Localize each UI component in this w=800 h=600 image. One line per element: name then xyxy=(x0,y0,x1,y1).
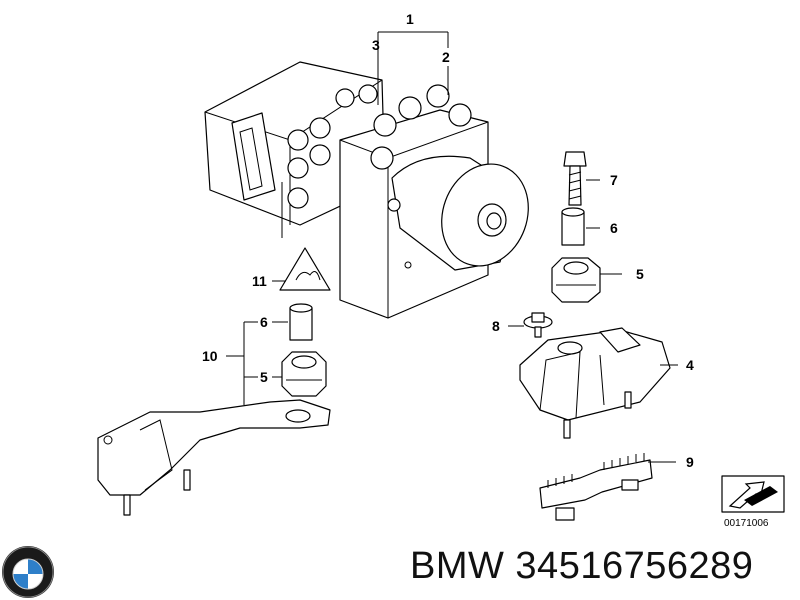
arrow-icon xyxy=(728,481,765,509)
support-bracket-icon xyxy=(97,399,331,516)
bracket-icon xyxy=(519,327,671,439)
rubber-pad-icon xyxy=(539,453,653,521)
sleeve-icon xyxy=(289,303,313,341)
pump-motor xyxy=(387,155,529,271)
bolt-icon xyxy=(563,151,587,206)
sleeve-icon xyxy=(561,207,585,246)
rubber-mount-icon xyxy=(551,257,601,303)
callout-6-left: 6 xyxy=(260,314,268,330)
callout-6-right: 6 xyxy=(610,220,618,236)
callout-5-left: 5 xyxy=(260,369,268,385)
leader-lines xyxy=(226,31,678,463)
screw-icon xyxy=(523,312,553,338)
reference-box: 00171006 xyxy=(721,475,785,529)
callout-2: 2 xyxy=(442,49,450,65)
reference-code: 00171006 xyxy=(724,518,769,529)
callout-10: 10 xyxy=(202,348,218,364)
callout-5-right: 5 xyxy=(636,266,644,282)
callout-3: 3 xyxy=(372,37,380,53)
callout-9: 9 xyxy=(686,454,694,470)
callout-1: 1 xyxy=(406,11,414,27)
part-number-label: BMW 34516756289 xyxy=(410,545,754,587)
callout-4: 4 xyxy=(686,357,694,373)
bmw-roundel-icon xyxy=(2,546,54,598)
rubber-mount-icon xyxy=(281,351,327,397)
callout-8: 8 xyxy=(492,318,500,334)
warning-label-icon xyxy=(279,247,331,291)
callout-labels: 1 2 3 11 7 6 5 8 4 9 6 10 5 xyxy=(202,11,694,470)
callout-7: 7 xyxy=(610,172,618,188)
callout-11: 11 xyxy=(252,273,267,289)
